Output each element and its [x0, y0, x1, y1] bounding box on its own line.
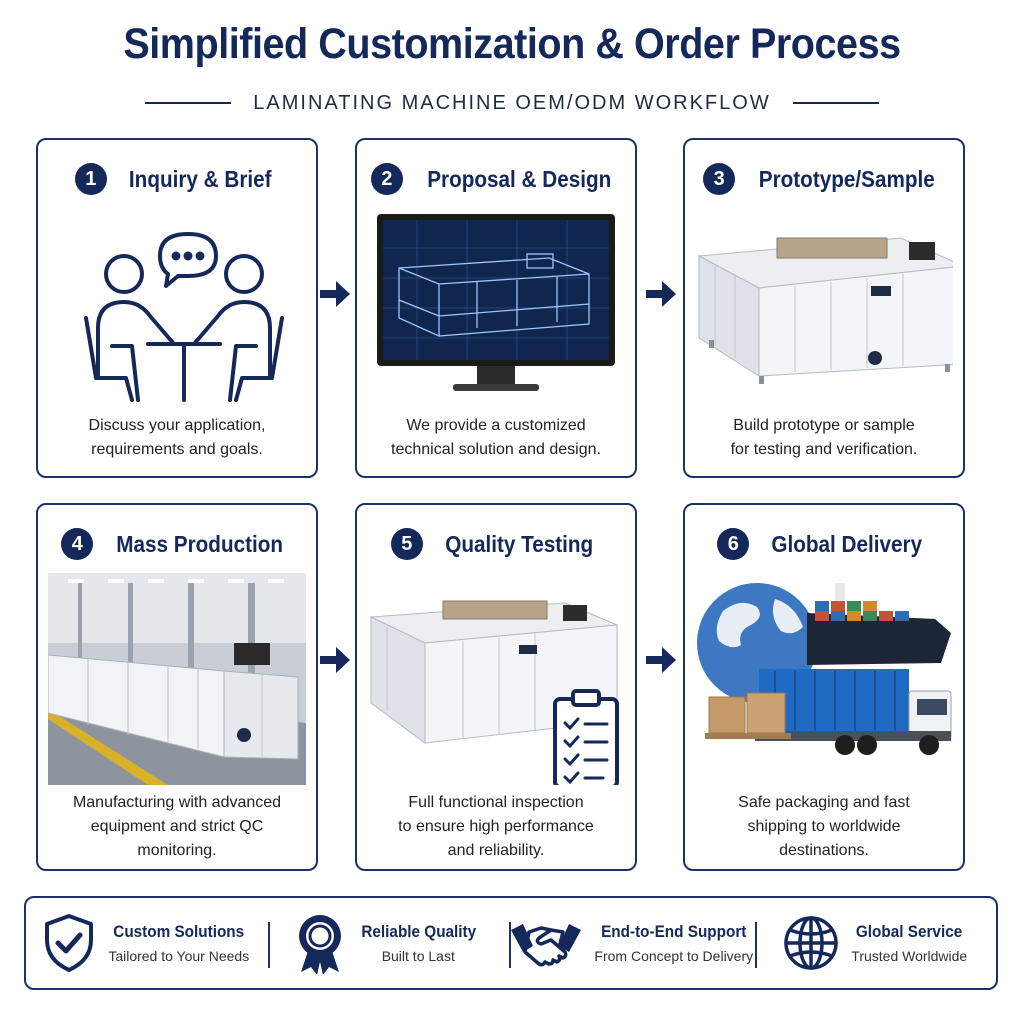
step-number: 6 [717, 528, 750, 560]
step-title: Proposal & Design [426, 165, 612, 192]
step-card-proposal: 2 Proposal & Design [355, 138, 637, 478]
feature-subtitle: From Concept to Delivery [594, 948, 754, 964]
step-title: Quality Testing [445, 530, 593, 557]
handshake-icon [511, 924, 582, 967]
feature-end-to-end-support: End-to-End Support From Concept to Deliv… [509, 898, 754, 988]
feature-title: Reliable Quality [360, 922, 476, 941]
feature-title: End-to-End Support [601, 922, 747, 941]
step-title: Global Delivery [771, 530, 923, 557]
feature-global-service: Global Service Trusted Worldwide [754, 898, 997, 988]
page-title: Simplified Customization & Order Process [123, 20, 901, 68]
factory-icon [47, 573, 306, 785]
step-card-mass-production: 4 Mass Production Manufacturing with adv… [36, 503, 318, 871]
step-title: Mass Production [116, 530, 284, 557]
shield-check-icon [45, 914, 94, 972]
feature-subtitle: Trusted Worldwide [851, 948, 968, 964]
machine-icon [695, 208, 965, 428]
feature-custom-solutions: Custom Solutions Tailored to Your Needs [26, 898, 268, 988]
step-number: 3 [703, 163, 736, 195]
globe-truck-icon [695, 573, 953, 785]
step-description: Build prototype or sample for testing an… [730, 417, 918, 458]
step-description: Safe packaging and fast shipping to worl… [738, 794, 910, 859]
award-ribbon-icon [298, 915, 341, 974]
arrow-right-icon [646, 281, 676, 307]
feature-subtitle: Built to Last [381, 948, 455, 964]
step-number: 2 [370, 163, 403, 195]
step-number: 1 [74, 163, 107, 195]
arrow-right-icon [320, 647, 350, 673]
feature-reliable-quality: Reliable Quality Built to Last [267, 898, 510, 988]
meeting-icon [48, 208, 306, 428]
divider-left [145, 102, 232, 104]
step-description: We provide a customized technical soluti… [391, 417, 601, 458]
divider-right [792, 102, 879, 104]
page-subtitle: LAMINATING MACHINE OEM/ODM WORKFLOW [253, 91, 771, 114]
step-title: Prototype/Sample [758, 165, 935, 192]
step-card-global-delivery: 6 Global Delivery Safe packaging and fas… [683, 503, 965, 871]
features-bar: Custom Solutions Tailored to Your Needs … [24, 896, 998, 990]
feature-subtitle: Tailored to Your Needs [108, 948, 250, 964]
arrow-right-icon [646, 647, 676, 673]
step-description: Full functional inspection to ensure hig… [398, 794, 594, 859]
step-description: Manufacturing with advanced equipment an… [72, 794, 282, 859]
step-number: 5 [390, 528, 423, 560]
arrow-right-icon [320, 281, 350, 307]
subtitle-row: LAMINATING MACHINE OEM/ODM WORKFLOW [0, 88, 1024, 118]
feature-title: Global Service [856, 922, 963, 941]
clipboard-icon [367, 573, 625, 789]
step-card-quality-testing: 5 Quality Testing Full functional inspec… [355, 503, 637, 871]
step-card-prototype: 3 Prototype/Sample Build prototype or sa… [683, 138, 965, 478]
step-title: Inquiry & Brief [128, 165, 272, 192]
feature-title: Custom Solutions [113, 922, 245, 941]
cad-monitor-icon [367, 208, 625, 428]
step-description: Discuss your application, requirements a… [88, 417, 266, 458]
step-card-inquiry: 1 Inquiry & Brief Discuss your applicati… [36, 138, 318, 478]
globe-icon [784, 916, 838, 970]
step-number: 4 [61, 528, 94, 560]
